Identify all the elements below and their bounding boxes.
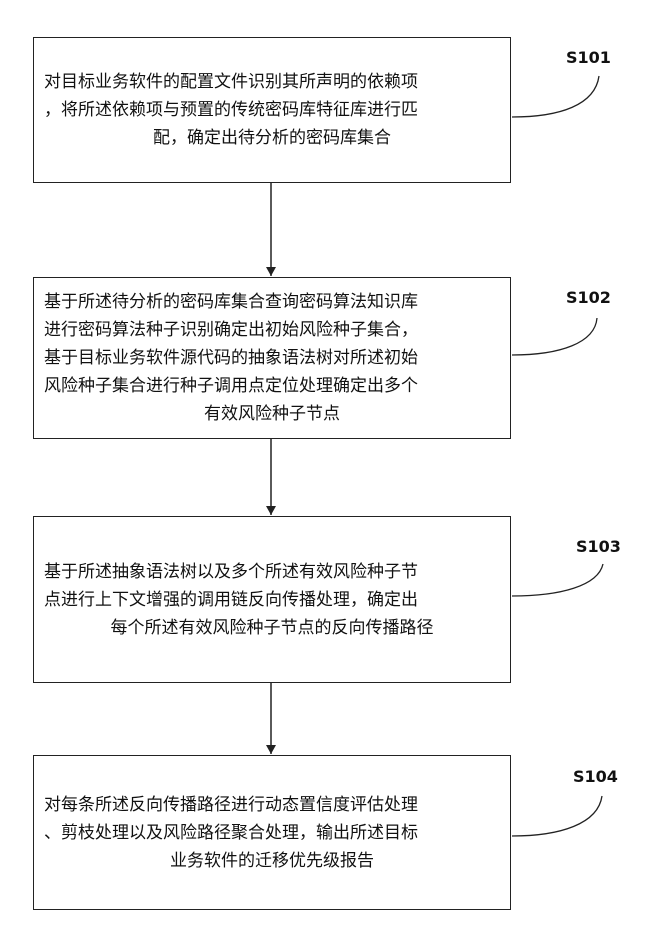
label-leader-line xyxy=(512,796,602,836)
label-leader-line xyxy=(512,318,597,355)
label-leader-line xyxy=(512,76,599,117)
label-leader-line xyxy=(512,564,603,596)
